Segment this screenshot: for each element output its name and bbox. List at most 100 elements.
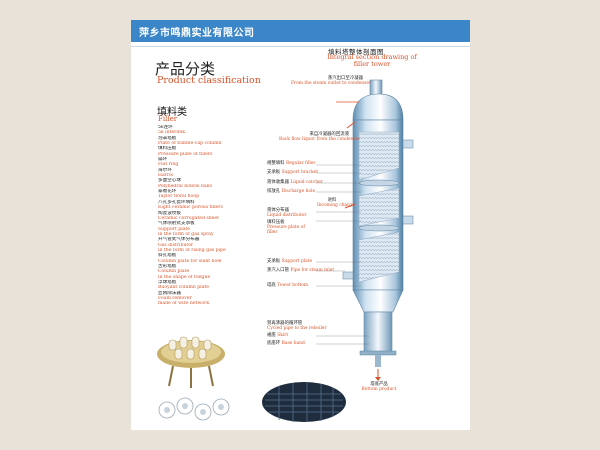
filler-item-en: Flat ring [158, 162, 179, 168]
steam-inlet-nozzle [342, 271, 354, 280]
label-discharge-hole: 排放孔 Discharge hole [267, 189, 316, 194]
filler-list-item: Taylor floral hoop [158, 194, 276, 199]
label-liquid-distributor: 液体分布器 Liquid distributor [267, 208, 307, 218]
filler-list-item: Ceramic corrugated sheet [158, 216, 276, 221]
filler-item-cn: 浮球塔板 [158, 279, 177, 285]
filler-item-en: Support plate [158, 226, 190, 232]
filler-item-cn: 舌形塔板 [158, 263, 177, 269]
filler-list-item: 5k interlink [158, 130, 276, 135]
filler-item-en: Ceramic corrugated sheet [158, 215, 219, 221]
diagram-title-cn: 填料塔整体剖面图 [328, 48, 384, 56]
filler-item-cn: 八孔多孔瓷环填料 [158, 199, 195, 205]
label-bottom-product: 塔底产品 Bottom product [361, 382, 397, 392]
filler-list-item: Plate of bubble-cap column [158, 141, 276, 146]
filler-list-item: in the form of gas spray [158, 232, 276, 237]
filler-item-en: in the form of gas spray [158, 231, 214, 237]
filler-list-item: Column plate for slant hole [158, 259, 276, 264]
filler-item-cn: 泰勒花环 [158, 189, 177, 195]
filler-list-item: in the shape of tongue [158, 275, 276, 280]
filler-list-item: 斜孔塔板 [158, 253, 276, 258]
filler-item-cn: 斜孔塔板 [158, 253, 177, 259]
filler-list-item: Flat ring [158, 162, 276, 167]
filler-item-cn: 气体喷射式支承板 [158, 221, 195, 227]
company-name: 萍乡市鸣鼎实业有限公司 [139, 28, 255, 39]
filler-list-item: 泡罩塔板 [158, 136, 276, 141]
filler-list-item: 泰勒花环 [158, 189, 276, 194]
base-ring [359, 350, 397, 356]
filler-list-item: made of wire network [158, 301, 276, 306]
label-support-plate: 支承板 Support plate [267, 259, 313, 264]
label-pressure-plate: 填料压板 Pressure plate of filler [267, 220, 305, 235]
filler-list-item: Buoyant column plate [158, 285, 276, 290]
filler-item-en: Column plate for slant hole [158, 258, 222, 264]
gas-distributor-photo [157, 336, 225, 388]
filler-list-item: 陶瓷波纹板 [158, 211, 276, 216]
filler-heading-cn: 填料类 [157, 107, 187, 118]
filler-item-cn: 丝网除沫器 [158, 290, 181, 296]
filler-list-item: Support plate [158, 227, 276, 232]
filler-list-item: Gas distributor [158, 243, 276, 248]
filler-item-en: in the form of rising gas pipe [158, 247, 226, 253]
label-base-band: 底座环 Base band [267, 341, 305, 346]
label-back-flow: 来自冷凝器的回流液 Back flow liquor from the cond… [279, 132, 361, 142]
filler-item-en: Harris [158, 173, 173, 179]
filler-list-item: 升气管式气体分布器 [158, 237, 276, 242]
liquid-catcher-plate [358, 179, 400, 187]
filler-item-cn: 陶瓷波纹板 [158, 210, 181, 216]
filler-item-cn: 填料压板 [158, 146, 177, 152]
diagram-title-en: Integral section drawing of filler tower [327, 53, 417, 68]
header-divider [131, 46, 470, 47]
reflux-nozzle [402, 139, 414, 149]
filler-item-cn: 多面空心球 [158, 178, 181, 184]
filler-item-cn: 5k连环 [158, 125, 173, 130]
filler-list-item: 气体喷射式支承板 [158, 221, 276, 226]
filler-item-en: Polyhedral hollow balls [158, 183, 213, 189]
ceramic-filler-photo [158, 397, 230, 421]
filler-item-en: Pressure plate of fillers [158, 151, 213, 157]
filler-item-en: Plate of bubble-cap column [158, 141, 222, 147]
label-support-bracket: 支承板 Support bracket [267, 170, 318, 175]
filler-tower-drawing [316, 79, 414, 381]
filler-list-item: 多面空心球 [158, 178, 276, 183]
product-title-en: Product classification [157, 75, 261, 86]
label-cycled-pipe: 到再沸器的循环管 Cycled pipe to the reboiler [267, 321, 327, 331]
bottom-pipe [375, 355, 381, 367]
filler-list-item: 海尔环 [158, 168, 276, 173]
filler-item-en: made of wire network [158, 301, 210, 307]
bottom-cone [352, 289, 404, 313]
packing-bed-middle [358, 187, 400, 227]
product-title-cn: 产品分类 [155, 60, 216, 78]
filler-item-en: 5k interlink [158, 130, 186, 136]
distributor-plate [358, 224, 400, 232]
filler-item-cn: 扁环 [158, 157, 168, 163]
filler-item-cn: 泡罩塔板 [158, 135, 177, 141]
company-header-bar: 萍乡市鸣鼎实业有限公司 [131, 20, 470, 42]
filler-item-en: Foam remover [158, 296, 192, 301]
packing-bed-upper [358, 131, 400, 181]
packing-bed-lower [358, 231, 400, 283]
filler-heading-en: Filler [158, 115, 178, 123]
arrow-feed [344, 203, 356, 209]
arrow-back-flow [346, 121, 356, 129]
filler-list-item: 填料压板 [158, 146, 276, 151]
label-steam-inlet: 蒸汽入口管 Pipe for steam inlet [267, 268, 335, 273]
filler-list-item: Pressure plate of fillers [158, 152, 276, 157]
filler-list-item: 浮球塔板 [158, 280, 276, 285]
filler-item-en: Gas distributor [158, 242, 194, 248]
filler-item-en: Eight ceramic porous fillers [158, 205, 223, 211]
filler-list-item: 丝网除沫器 [158, 291, 276, 296]
label-liquid-catcher: 液体收集器 Liquid catcher [267, 180, 323, 185]
label-incoming-charge: 进料 Incoming charge [317, 198, 355, 208]
filler-item-cn: 升气管式气体分布器 [158, 237, 200, 243]
filler-list-item: Eight ceramic porous fillers [158, 205, 276, 210]
label-regular-filler: 规整填料 Regular filler [267, 161, 316, 166]
filler-item-cn: 海尔环 [158, 167, 172, 173]
filler-list-item: 舌形塔板 [158, 264, 276, 269]
filler-list-item: Column plate [158, 269, 276, 274]
filler-list-item: 5k连环 [158, 125, 276, 130]
filler-list-item: 扁环 [158, 157, 276, 162]
brochure-page: 萍乡市鸣鼎实业有限公司 产品分类 Product classification … [131, 20, 470, 430]
filler-list-item: Foam remover [158, 296, 276, 301]
feed-nozzle [402, 215, 414, 225]
